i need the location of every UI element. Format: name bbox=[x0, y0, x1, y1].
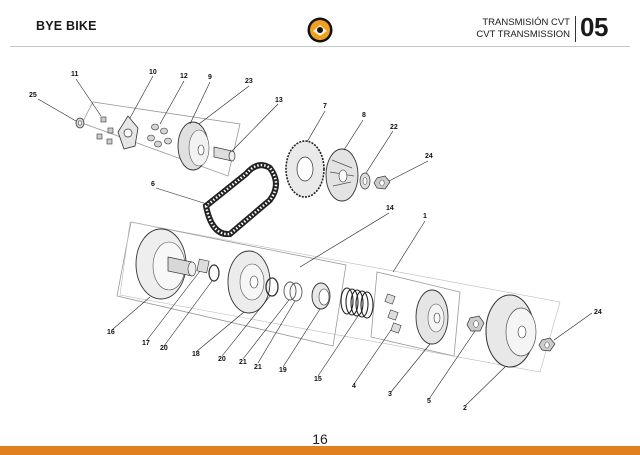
callout-20-left: 20 bbox=[160, 345, 168, 352]
part-19-collar bbox=[311, 282, 331, 310]
callout-12: 12 bbox=[180, 73, 188, 80]
part-6-drive-belt bbox=[202, 162, 279, 238]
callout-11: 11 bbox=[71, 71, 79, 78]
title-spanish: TRANSMISIÓN CVT bbox=[482, 17, 570, 28]
header-rule bbox=[10, 46, 630, 47]
part-24-nut-lower bbox=[538, 337, 556, 352]
callout-18: 18 bbox=[192, 351, 200, 358]
exploded-view-diagram: 11 10 12 9 23 25 13 7 8 22 24 6 14 1 16 … bbox=[29, 69, 602, 412]
part-4-clutch-shoes bbox=[384, 293, 402, 334]
callout-1: 1 bbox=[423, 213, 427, 220]
drive-pulley-frame bbox=[81, 101, 241, 177]
section-number: 05 bbox=[580, 12, 608, 42]
part-12-rollers bbox=[147, 123, 172, 148]
brand-logo-icon bbox=[307, 17, 333, 43]
page-number: 16 bbox=[312, 431, 328, 447]
header-separator bbox=[575, 16, 577, 42]
callout-17: 17 bbox=[142, 340, 150, 347]
callout-9: 9 bbox=[208, 74, 212, 81]
callout-22: 22 bbox=[390, 124, 398, 131]
callout-5: 5 bbox=[427, 398, 431, 405]
part-11-sliders bbox=[96, 116, 114, 145]
part-10-ramp-plate bbox=[117, 115, 139, 150]
part-7-drive-face bbox=[285, 140, 325, 198]
callout-24-bottom: 24 bbox=[594, 309, 602, 316]
part-8-impeller bbox=[325, 148, 359, 202]
part-5-clutch-nut bbox=[466, 315, 485, 332]
part-21-o-rings bbox=[283, 281, 303, 302]
callout-16: 16 bbox=[107, 329, 115, 336]
part-20-seal-left bbox=[208, 264, 220, 282]
callout-20-right: 20 bbox=[218, 356, 226, 363]
callout-6: 6 bbox=[151, 181, 155, 188]
callout-23: 23 bbox=[245, 78, 253, 85]
part-18-driven-sliding-half bbox=[227, 250, 271, 314]
part-22-washer bbox=[359, 172, 371, 190]
callout-3: 3 bbox=[388, 391, 392, 398]
callout-19: 19 bbox=[279, 367, 287, 374]
callout-15: 15 bbox=[314, 376, 322, 383]
callout-21-right: 21 bbox=[254, 364, 262, 371]
part-13-bushing bbox=[213, 146, 236, 162]
outer-frame bbox=[119, 221, 561, 373]
callout-8: 8 bbox=[362, 112, 366, 119]
header-titles: TRANSMISIÓN CVT CVT TRANSMISSION bbox=[476, 17, 570, 41]
callout-2: 2 bbox=[463, 405, 467, 412]
part-9-variator bbox=[177, 121, 210, 171]
callout-13: 13 bbox=[275, 97, 283, 104]
callout-24-top: 24 bbox=[425, 153, 433, 160]
part-2-clutch-bell bbox=[485, 294, 537, 368]
callout-4: 4 bbox=[352, 383, 356, 390]
part-25-nut bbox=[75, 117, 85, 129]
callout-14: 14 bbox=[386, 205, 394, 212]
callout-7: 7 bbox=[323, 103, 327, 110]
brand-name: BYE BIKE bbox=[36, 19, 97, 33]
clutch-frame bbox=[370, 271, 461, 357]
part-20-seal-right bbox=[265, 277, 279, 297]
part-16-driven-fixed-half bbox=[135, 228, 197, 300]
part-17-guide-pins bbox=[196, 258, 210, 274]
callout-21-left: 21 bbox=[239, 359, 247, 366]
footer-accent-bar bbox=[0, 446, 640, 455]
part-15-spring bbox=[340, 287, 374, 319]
part-24-nut-upper bbox=[373, 175, 391, 190]
title-english: CVT TRANSMISSION bbox=[476, 29, 570, 40]
part-3-clutch-carrier bbox=[415, 289, 449, 345]
callout-25: 25 bbox=[29, 92, 37, 99]
leader-lines bbox=[37, 75, 593, 406]
callout-10: 10 bbox=[149, 69, 157, 76]
